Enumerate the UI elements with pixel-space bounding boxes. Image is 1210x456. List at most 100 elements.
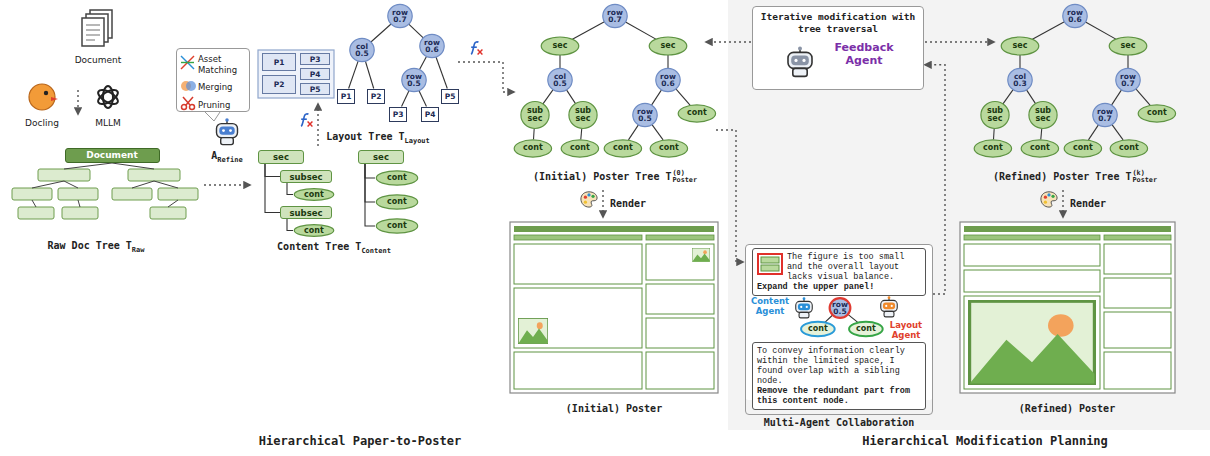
node-label: col 0.5	[349, 43, 375, 58]
node-label: row 0.7	[387, 9, 413, 24]
content-node: sec	[540, 36, 580, 56]
caption-label: Content Tree T	[277, 241, 361, 252]
caption-label: A	[211, 150, 217, 161]
label-group: ARefine	[211, 150, 242, 164]
panel-box: P2	[262, 75, 296, 94]
node-label: row 0.5	[829, 301, 851, 316]
node-label: cont	[808, 325, 828, 333]
subsection-node: sub sec	[520, 100, 550, 130]
content-node: cont	[560, 139, 600, 158]
superscript: (0)	[672, 170, 697, 177]
label-group: (Initial) Poster Tree T(0)Poster	[533, 170, 697, 184]
node-label: sec	[273, 152, 289, 162]
node-label: Document	[86, 150, 138, 160]
panel-box: P3	[300, 53, 330, 65]
tree-link	[1088, 125, 1098, 140]
label-group: Layout Agent	[885, 320, 927, 340]
caption-label: Document	[75, 55, 122, 65]
node-label: P5	[445, 92, 456, 101]
tree-link	[371, 24, 391, 42]
content-node: cont	[375, 170, 419, 186]
tree-link	[287, 219, 293, 231]
content-node: cont	[1020, 139, 1060, 158]
figure-icon	[757, 253, 783, 275]
feedback-box: Iterative modification with tree travers…	[752, 6, 924, 90]
tree-link	[1136, 89, 1150, 105]
label-group: Render	[1070, 198, 1106, 209]
node-label: row 0.5	[401, 73, 427, 88]
layout-node: row 0.6	[1062, 3, 1088, 29]
node-label: sub sec	[520, 107, 550, 123]
tree-link	[1112, 125, 1123, 140]
node-label: sec	[373, 152, 389, 162]
tree-link	[559, 55, 560, 68]
layout-node: row 0.7	[387, 3, 413, 29]
tree-link	[265, 164, 280, 177]
panel-box: P4	[300, 68, 330, 80]
node-label: cont	[387, 174, 407, 182]
subsection-node: sub sec	[980, 100, 1010, 130]
tree-link	[402, 91, 409, 107]
tree-link	[993, 128, 995, 139]
tree-link	[676, 89, 690, 105]
caption-label: Content Agent	[751, 296, 789, 316]
initial-poster	[510, 222, 718, 393]
agent-message: Remove the redundant part from this cont…	[757, 386, 921, 406]
label-group: Layout Tree TLayout	[326, 131, 430, 145]
tree-link	[419, 91, 426, 107]
node-label: cont	[659, 144, 679, 152]
layout-node: row 0.7	[602, 3, 628, 29]
subsection-node: sub sec	[1028, 100, 1058, 130]
content-node: cont	[293, 188, 335, 201]
content-node: cont	[603, 139, 643, 158]
tree-link	[1041, 128, 1042, 139]
content-node: cont	[649, 139, 689, 158]
subscript: Layout	[404, 137, 429, 145]
leaf-box: P2	[367, 89, 385, 104]
section-title: Hierarchical Paper-to-Poster	[259, 434, 461, 448]
node-label: cont	[1073, 144, 1093, 152]
node-label: sec	[553, 42, 568, 50]
content-node: sec	[1108, 36, 1148, 56]
node-label: cont	[983, 144, 1003, 152]
node-label: row 0.7	[602, 9, 628, 24]
tree-link	[581, 128, 582, 139]
subscript: Content	[361, 247, 391, 255]
node-label: P2	[274, 80, 285, 89]
node-label: col 0.3	[1007, 73, 1033, 88]
tree-link	[365, 164, 375, 178]
node-label: row 0.6	[655, 73, 681, 88]
tree-link	[1019, 55, 1020, 68]
section-title: Hierarchical Modification Planning	[862, 434, 1108, 448]
tree-link	[1086, 22, 1116, 39]
tree-link	[349, 61, 359, 88]
index-stack: (0)Poster	[672, 170, 697, 184]
tree-link	[652, 125, 663, 140]
label-group: Docling	[25, 118, 59, 128]
node-label: P3	[310, 55, 321, 64]
node-label: cont	[523, 144, 543, 152]
content-node: cont	[375, 218, 419, 234]
panel-heading: Multi-Agent Collaboration	[726, 417, 952, 428]
node-label: Feedback Agent	[829, 41, 899, 67]
tree-link	[628, 125, 638, 140]
section-box: sec	[258, 150, 304, 164]
leaf-box: P1	[337, 89, 355, 104]
node-label: row 0.7	[1092, 108, 1118, 123]
section-box: sec	[358, 150, 404, 164]
root-box: Document	[65, 148, 160, 163]
refined-poster	[960, 222, 1175, 393]
node-label: P1	[341, 92, 352, 101]
content-node: cont	[1137, 104, 1177, 123]
layout-node: row 0.5	[401, 67, 427, 93]
leaf-box: P3	[389, 107, 407, 122]
node-label: P5	[310, 85, 321, 94]
agent-message: Expand the upper panel!	[757, 282, 921, 292]
label-group: Hierarchical Paper-to-Poster	[259, 434, 461, 448]
tree-link	[265, 164, 280, 213]
node-label: Asset Matching	[198, 54, 247, 75]
caption-label: (Refined) Poster Tree T	[993, 171, 1131, 182]
node-label: subsec	[289, 172, 322, 182]
